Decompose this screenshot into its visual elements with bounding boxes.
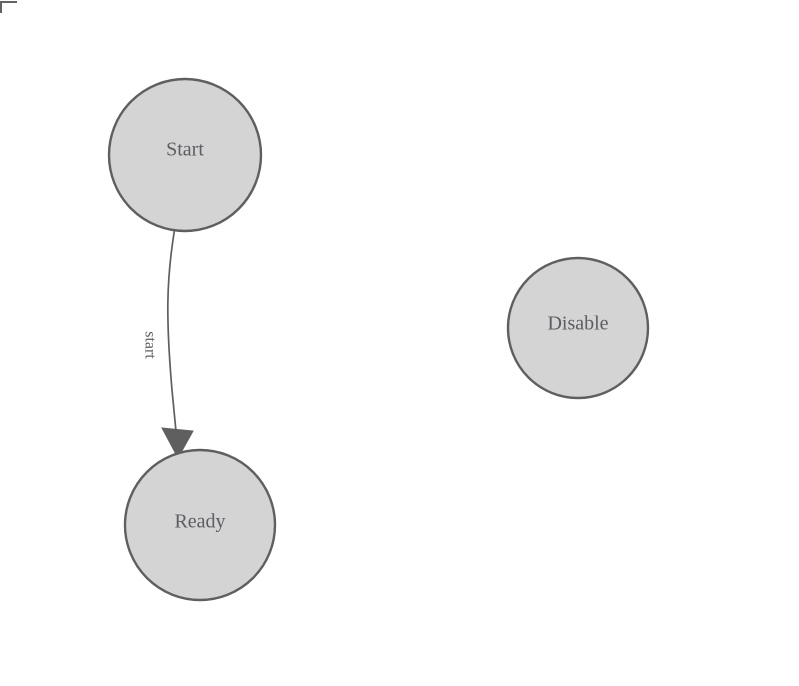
node-ready[interactable]: Ready <box>123 448 277 602</box>
node-disable[interactable]: Disable <box>506 256 650 400</box>
node-disable-circle[interactable] <box>506 256 650 400</box>
node-start-label: Start <box>166 139 204 161</box>
top-left-corner-bracket-icon <box>0 1 17 13</box>
node-start[interactable]: Start <box>107 77 263 233</box>
edge-path-start-to-ready <box>166 226 179 453</box>
edge-label-start: start <box>141 331 158 359</box>
arrowhead-icon <box>161 427 194 460</box>
node-ready-circle[interactable] <box>123 448 277 602</box>
node-start-circle[interactable] <box>107 77 263 233</box>
edge-start-to-ready[interactable]: start <box>141 226 194 460</box>
node-disable-label: Disable <box>547 313 608 335</box>
node-ready-label: Ready <box>174 511 225 533</box>
